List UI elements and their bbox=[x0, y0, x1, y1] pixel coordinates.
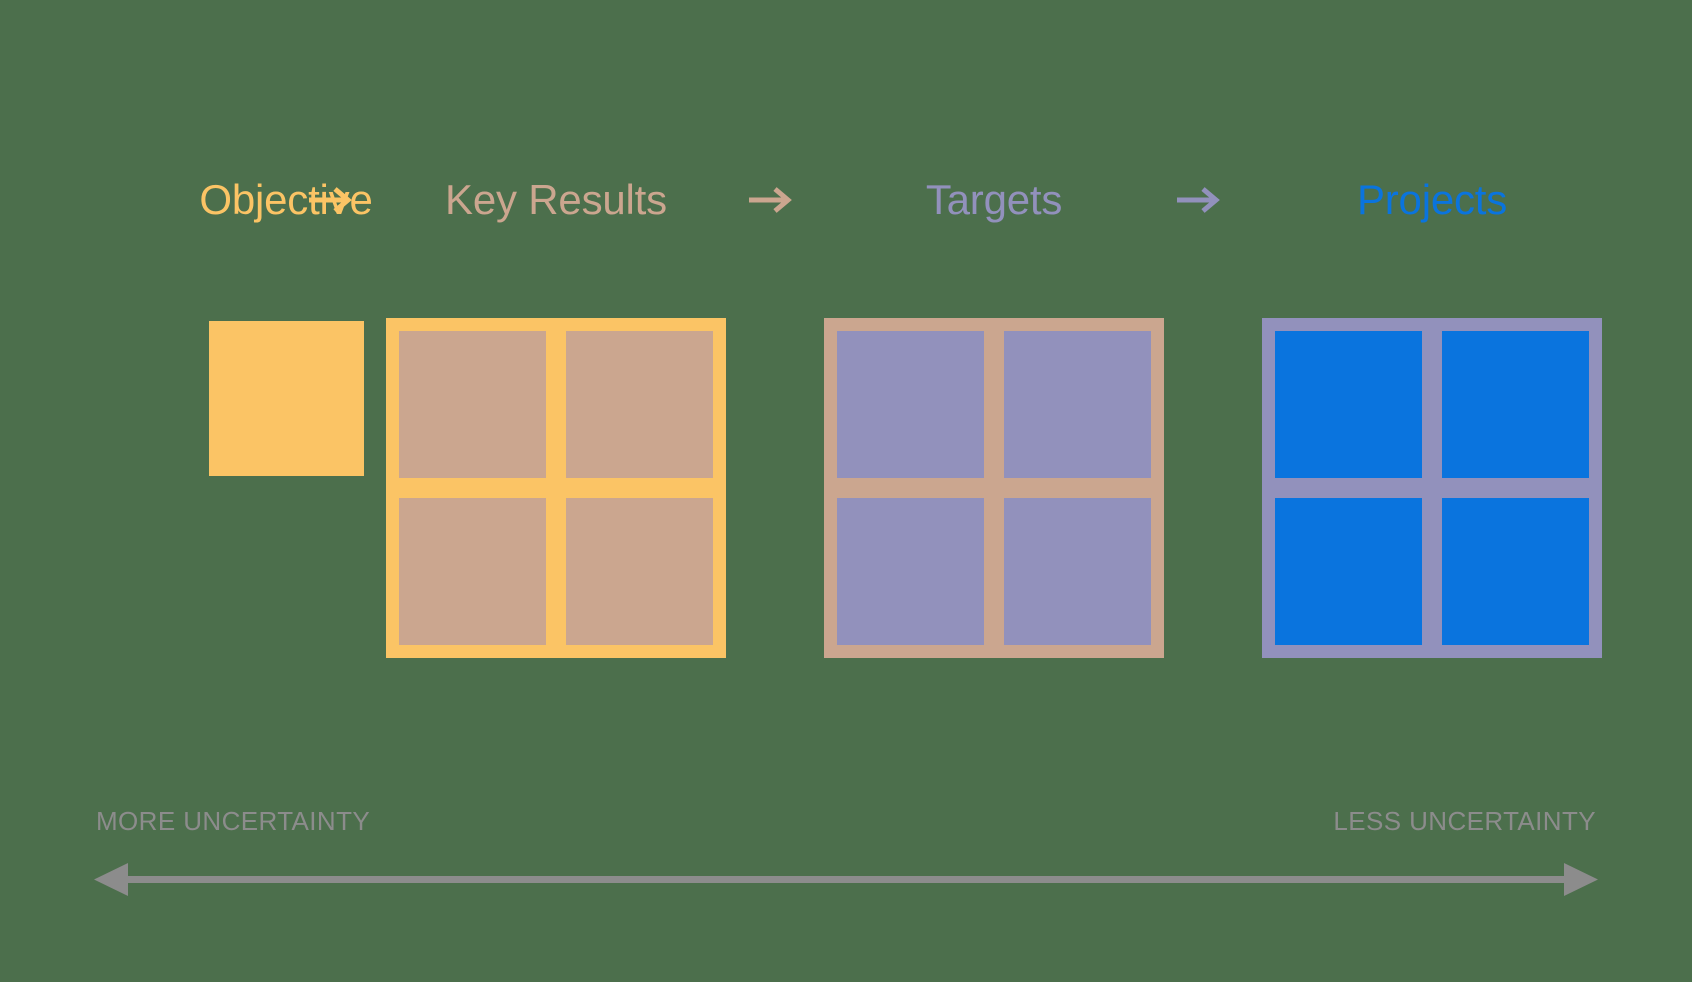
targets-cell bbox=[1004, 331, 1151, 478]
arrow-right-icon bbox=[1177, 187, 1220, 213]
connector-arrow-2 bbox=[740, 160, 800, 240]
connector-arrow-3 bbox=[1168, 160, 1228, 240]
stage-label-targets: Targets bbox=[925, 176, 1063, 223]
key-results-cell bbox=[399, 331, 546, 478]
block-targets bbox=[824, 318, 1164, 658]
block-projects bbox=[1262, 318, 1602, 658]
stage-header-targets: Targets bbox=[824, 160, 1164, 240]
double-arrow-icon bbox=[94, 863, 1598, 896]
stage-label-projects: Projects bbox=[1356, 176, 1508, 223]
targets-cell bbox=[837, 331, 984, 478]
objective-square bbox=[208, 321, 364, 476]
arrow-right-icon bbox=[749, 187, 792, 213]
key-results-cell bbox=[566, 331, 713, 478]
uncertainty-axis-arrow bbox=[94, 862, 1598, 898]
targets-cell bbox=[837, 498, 984, 645]
uncertainty-axis-labels: MORE UNCERTAINTY LESS UNCERTAINTY bbox=[0, 808, 1692, 848]
targets-cell bbox=[1004, 498, 1151, 645]
key-results-grid bbox=[386, 318, 726, 658]
stage-label-key-results: Key Results bbox=[445, 176, 667, 223]
axis-label-more-uncertainty: MORE UNCERTAINTY bbox=[96, 806, 371, 836]
projects-grid bbox=[1262, 318, 1602, 658]
targets-grid bbox=[824, 318, 1164, 658]
key-results-cell bbox=[399, 498, 546, 645]
projects-cell bbox=[1275, 498, 1422, 645]
axis-label-less-uncertainty: LESS UNCERTAINTY bbox=[1333, 806, 1596, 836]
connector-arrow-1 bbox=[300, 160, 360, 240]
projects-cell bbox=[1275, 331, 1422, 478]
block-objective bbox=[116, 318, 456, 476]
key-results-cell bbox=[566, 498, 713, 645]
projects-cell bbox=[1442, 498, 1589, 645]
projects-cell bbox=[1442, 331, 1589, 478]
arrow-right-icon bbox=[309, 187, 352, 213]
stage-header-row: Objective Key Results Targets bbox=[0, 160, 1692, 240]
block-key-results bbox=[386, 318, 726, 658]
stage-header-projects: Projects bbox=[1262, 160, 1602, 240]
stage-blocks-row bbox=[0, 318, 1692, 678]
stage-header-key-results: Key Results bbox=[386, 160, 726, 240]
